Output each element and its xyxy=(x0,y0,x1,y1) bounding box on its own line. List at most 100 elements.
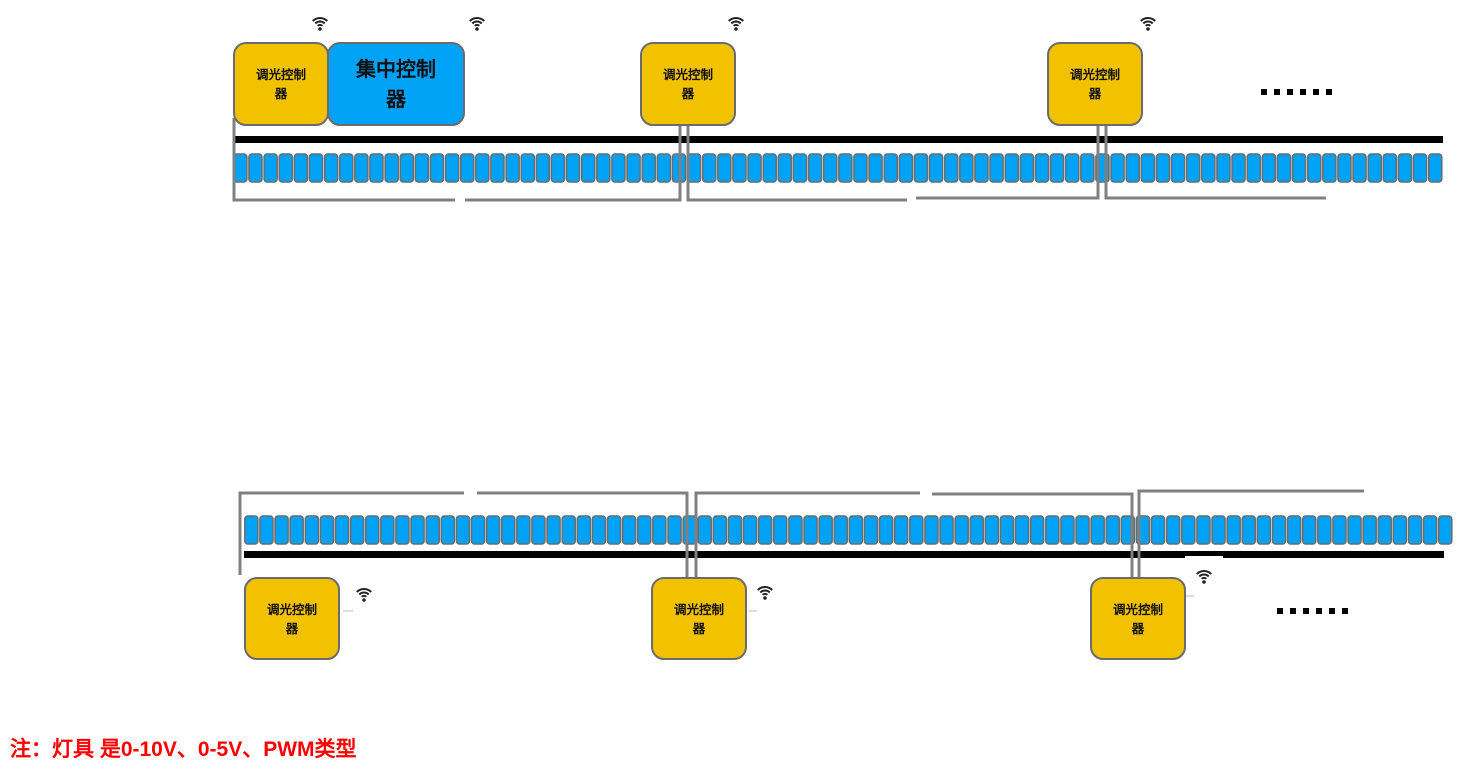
bottom-row-lamp xyxy=(591,515,607,545)
bus-gap xyxy=(1185,556,1223,560)
top-row-lamp xyxy=(868,153,883,183)
bottom-row-lamp xyxy=(531,515,546,545)
bottom-row-lamp xyxy=(1150,515,1166,545)
bottom-row-lamp xyxy=(1392,515,1408,545)
bottom-row-lamp xyxy=(606,515,622,545)
bottom-row-lamp xyxy=(546,515,561,545)
bottom-row-lamp xyxy=(1105,515,1121,545)
dimmer-label: 器 xyxy=(1131,620,1145,636)
signal-wire xyxy=(477,491,689,577)
top-row-lamp xyxy=(762,153,778,183)
top-row-lamp xyxy=(898,153,914,183)
bottom-row-lamp xyxy=(1211,515,1226,545)
bottom-row-lamp xyxy=(727,515,743,545)
top-row-lamp xyxy=(943,153,959,183)
signal-wire xyxy=(1104,118,1326,200)
dimmer-controller-bottom-3: 调光控制 器 xyxy=(1090,577,1186,660)
top-row-lamp xyxy=(959,153,974,183)
continuation-dots-bottom xyxy=(1277,608,1348,614)
bottom-row-lamp xyxy=(818,515,833,545)
dimmer-label: 器 xyxy=(285,620,299,636)
bottom-row-lamp xyxy=(863,515,879,545)
bottom-row-lamp xyxy=(364,515,380,545)
top-row-lamp xyxy=(1382,153,1398,183)
power-bus-top xyxy=(233,136,1443,143)
dimmer-label: 器 xyxy=(274,86,288,101)
top-row-lamp xyxy=(1019,153,1035,183)
bottom-row-lamp xyxy=(788,515,803,545)
dimmer-label: 调光控制 xyxy=(673,601,724,617)
bottom-row-lamp xyxy=(878,515,894,545)
bottom-row-lamp xyxy=(1090,515,1105,545)
top-row-lamp xyxy=(505,153,520,183)
bottom-row-lamp xyxy=(939,515,954,545)
bottom-row-lamp xyxy=(924,515,939,545)
top-row-lamp xyxy=(384,153,399,183)
dimmer-label: 调光控制 xyxy=(1112,601,1163,617)
top-row-lamp xyxy=(414,153,430,183)
bottom-row-lamp xyxy=(561,515,577,545)
bottom-row-lamp xyxy=(380,515,395,545)
signal-wire xyxy=(694,491,920,577)
top-row-lamp xyxy=(732,153,747,183)
wifi-icon xyxy=(469,17,485,31)
top-row-lamp xyxy=(248,153,263,183)
top-row-lamp xyxy=(354,153,369,183)
bottom-row-lamp xyxy=(1014,515,1030,545)
bottom-row-lamp xyxy=(1226,515,1241,545)
dimmer-label: 器 xyxy=(1088,86,1102,101)
bottom-row-lamp xyxy=(1437,515,1453,545)
top-row-lamp xyxy=(444,153,460,183)
bottom-row-lamp xyxy=(304,515,320,545)
signal-wire xyxy=(916,126,1100,200)
bottom-row-lamp xyxy=(319,515,335,545)
top-row-lamp xyxy=(1246,153,1262,183)
top-row-lamp xyxy=(777,153,793,183)
bottom-row-lamp xyxy=(1362,515,1377,545)
bottom-row-lamp xyxy=(395,515,410,545)
bottom-row-lamp xyxy=(1271,515,1287,545)
top-row-lamp xyxy=(822,153,838,183)
signal-wire xyxy=(238,491,464,575)
top-row-lamp xyxy=(1412,153,1428,183)
bottom-row-lamp xyxy=(712,515,728,545)
top-row-lamp xyxy=(399,153,415,183)
bottom-row-lamp xyxy=(259,515,274,545)
bottom-row-lamp xyxy=(893,515,909,545)
top-row-lamp xyxy=(1004,153,1020,183)
bottom-row-lamp xyxy=(1045,515,1060,545)
dimmer-label: 调光控制 xyxy=(266,601,317,617)
bottom-row-lamp xyxy=(999,515,1015,545)
top-row-lamp xyxy=(853,153,868,183)
top-row-lamp xyxy=(974,153,989,183)
top-row-lamp xyxy=(1064,153,1080,183)
top-row-lamp xyxy=(1261,153,1277,183)
top-row-lamp xyxy=(1049,153,1065,183)
bottom-row-lamp xyxy=(621,515,637,545)
bottom-row-lamp xyxy=(682,515,697,545)
top-row-lamp xyxy=(308,153,324,183)
dimmer-controller-top-1: 调光控制 器 xyxy=(233,42,329,126)
top-row-lamp xyxy=(1352,153,1367,183)
continuation-dots-top xyxy=(1261,89,1332,95)
bottom-row-lamp xyxy=(1422,515,1438,545)
bottom-row-lamp xyxy=(667,515,682,545)
top-row-lamp xyxy=(1201,153,1216,183)
top-row-lamp xyxy=(293,153,309,183)
dimmer-controller-bottom-2: 调光控制 器 xyxy=(651,577,747,660)
power-bus-bottom xyxy=(244,551,1444,558)
top-row-lamp xyxy=(1155,153,1171,183)
top-row-lamp xyxy=(520,153,536,183)
top-row-lamp xyxy=(338,153,354,183)
top-row-lamp xyxy=(807,153,823,183)
top-row-lamp xyxy=(717,153,732,183)
bottom-row-lamp xyxy=(757,515,773,545)
bottom-row-lamp xyxy=(1317,515,1332,545)
bottom-row-lamp xyxy=(1256,515,1272,545)
dimmer-label: 器 xyxy=(692,620,706,636)
bottom-row-lamp xyxy=(274,515,289,545)
dimmer-label: 调光控制 xyxy=(1069,67,1120,82)
bottom-row-lamp xyxy=(1241,515,1257,545)
top-row-lamp xyxy=(1185,153,1201,183)
